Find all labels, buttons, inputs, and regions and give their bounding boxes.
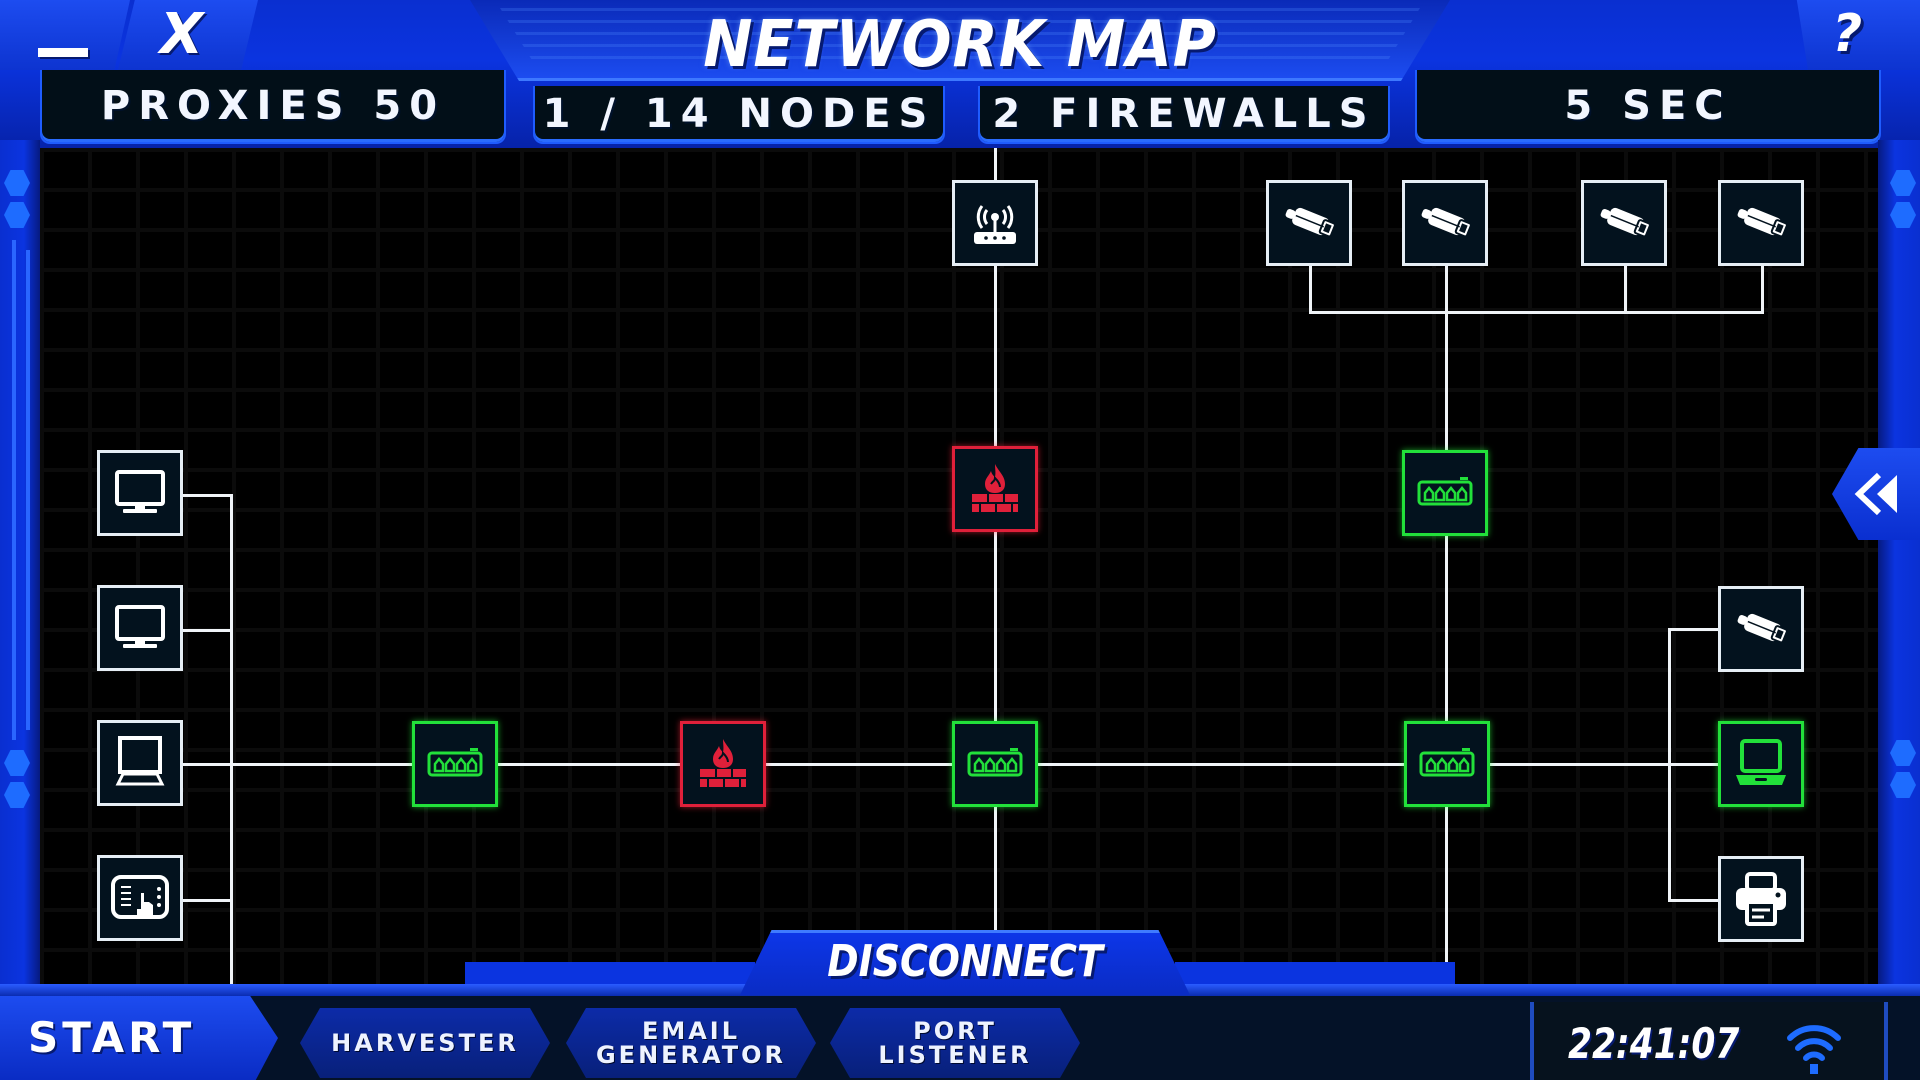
link: [1309, 266, 1312, 314]
minimize-icon[interactable]: [38, 48, 88, 57]
hex-decoration: [1890, 740, 1916, 766]
proxies-counter: PROXIES 50: [40, 70, 506, 144]
security-camera-icon: [1593, 192, 1655, 254]
email-generator-button[interactable]: EMAIL GENERATOR: [566, 1008, 816, 1078]
camera-node-1[interactable]: [1266, 180, 1352, 266]
network-switch-icon: [964, 733, 1026, 795]
laptop-node[interactable]: [1718, 721, 1804, 807]
disconnect-button[interactable]: [740, 930, 1190, 995]
camera-node-2[interactable]: [1402, 180, 1488, 266]
frame-rail: [12, 240, 16, 740]
network-switch-icon: [1416, 733, 1478, 795]
close-button[interactable]: [118, 0, 258, 70]
minimize-button[interactable]: [0, 0, 130, 70]
help-button[interactable]: [1796, 0, 1920, 70]
wifi-router-icon: [964, 192, 1026, 254]
network-map: [40, 148, 1878, 990]
router-node[interactable]: [952, 180, 1038, 266]
printer-node[interactable]: [1718, 856, 1804, 942]
laptop-icon: [1730, 733, 1792, 795]
link: [1445, 806, 1448, 986]
hex-decoration: [1890, 170, 1916, 196]
camera-node-4[interactable]: [1718, 180, 1804, 266]
port-listener-button[interactable]: PORT LISTENER: [830, 1008, 1080, 1078]
link: [1761, 266, 1764, 314]
title-plate-stripes: [500, 8, 1420, 68]
start-button[interactable]: [0, 996, 278, 1080]
title-plate: [470, 0, 1450, 81]
hex-decoration: [1890, 202, 1916, 228]
link: [183, 494, 233, 497]
network-switch-icon: [1414, 462, 1476, 524]
firewall-node-2[interactable]: [680, 721, 766, 807]
touchscreen-node[interactable]: [97, 855, 183, 941]
security-camera-icon: [1730, 192, 1792, 254]
security-camera-icon: [1730, 598, 1792, 660]
link: [994, 266, 997, 448]
link: [1668, 899, 1720, 902]
camera-node-3[interactable]: [1581, 180, 1667, 266]
page-title: NETWORK MAP: [703, 8, 1217, 82]
link: [994, 148, 997, 188]
camera-node-5[interactable]: [1718, 586, 1804, 672]
left-frame: [0, 140, 40, 990]
switch-node-1[interactable]: [412, 721, 498, 807]
firewalls-counter: 2 FIREWALLS: [978, 86, 1390, 144]
harvester-button[interactable]: HARVESTER: [300, 1008, 550, 1078]
right-frame: [1878, 140, 1920, 990]
start-label[interactable]: START: [28, 1013, 196, 1062]
double-chevron-left-icon: [1854, 472, 1897, 516]
link: [994, 806, 997, 986]
status-panel: [1530, 1002, 1888, 1080]
link: [1445, 536, 1448, 722]
disconnect-label[interactable]: DISCONNECT: [827, 936, 1103, 987]
nodes-counter: 1 / 14 NODES: [533, 86, 945, 144]
link: [1624, 266, 1627, 314]
firewall-icon: [692, 733, 754, 795]
switch-node-3[interactable]: [1404, 721, 1490, 807]
frame-rail: [26, 250, 30, 730]
link: [1668, 628, 1720, 631]
hex-decoration: [4, 782, 30, 808]
security-camera-icon: [1414, 192, 1476, 254]
link: [1668, 628, 1671, 902]
hex-decoration: [1890, 772, 1916, 798]
network-switch-icon: [424, 733, 486, 795]
switch-node-2[interactable]: [952, 721, 1038, 807]
monitor-icon: [109, 597, 171, 659]
hex-decoration: [4, 202, 30, 228]
clock: 22:41:07: [1568, 1019, 1740, 1068]
printer-icon: [1730, 868, 1792, 930]
hex-decoration: [4, 750, 30, 776]
link: [183, 899, 233, 902]
switch-node-top[interactable]: [1402, 450, 1488, 536]
link: [1309, 311, 1764, 314]
link: [1445, 266, 1448, 452]
link: [183, 629, 233, 632]
security-camera-icon: [1278, 192, 1340, 254]
timer-display: 5 SEC: [1415, 70, 1881, 144]
monitor-icon: [109, 462, 171, 524]
link: [183, 763, 1720, 766]
firewall-icon: [964, 458, 1026, 520]
firewall-node-1[interactable]: [952, 446, 1038, 532]
monitor-node-2[interactable]: [97, 585, 183, 671]
help-icon[interactable]: ?: [1832, 4, 1863, 64]
desktop-computer-icon: [109, 732, 171, 794]
desktop-node[interactable]: [97, 720, 183, 806]
wifi-signal-icon: [1787, 1025, 1841, 1074]
link: [994, 532, 997, 722]
close-icon[interactable]: X: [160, 2, 204, 67]
hex-decoration: [4, 170, 30, 196]
link: [230, 494, 233, 986]
monitor-node-1[interactable]: [97, 450, 183, 536]
touchscreen-icon: [109, 867, 171, 929]
